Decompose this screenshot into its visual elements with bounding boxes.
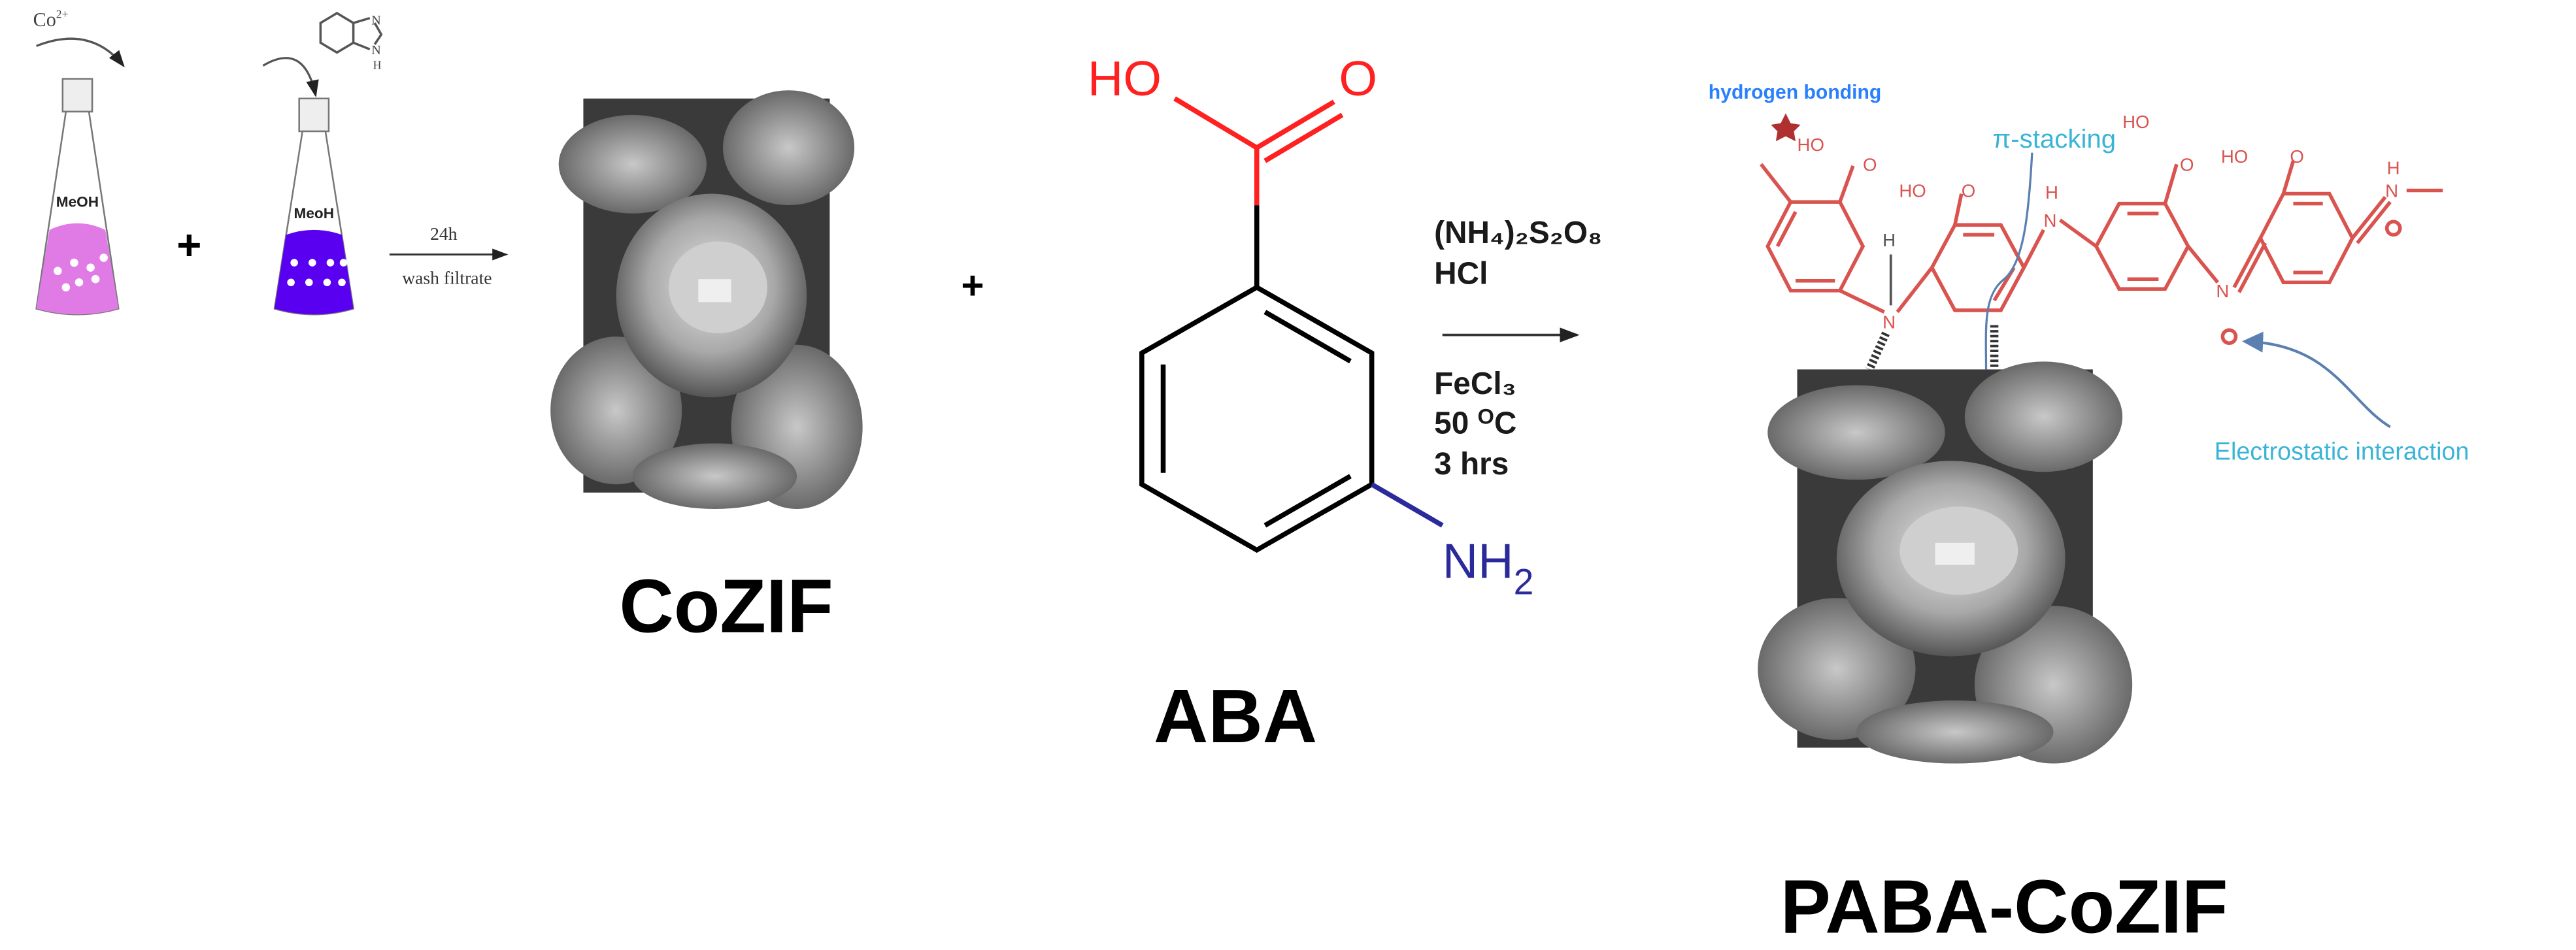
star-icon [1771,113,1801,142]
svg-text:H: H [2387,157,2400,178]
svg-text:O: O [2290,146,2304,167]
svg-text:N: N [2385,181,2398,201]
svg-text:O: O [1962,181,1976,201]
cozif-label: CoZIF [619,564,833,648]
cobalt-ion-label: Co2+ [33,8,69,31]
oxidant: (NH₄)₂S₂O₈ [1434,216,1602,250]
svg-text:H: H [373,59,382,72]
aba-hydroxyl: HO [1088,51,1162,106]
step1-reaction-arrow: 24h wash filtrate [389,223,509,288]
pi-stacking-leader [1984,152,2033,370]
svg-text:HO: HO [2221,146,2248,167]
svg-text:N: N [371,43,381,57]
plus-sign-1: + [176,221,201,269]
plus-sign-2: + [961,263,984,307]
addition-arrow-1 [36,37,125,68]
reaction-conditions: (NH₄)₂S₂O₈ HCl FeCl₃ 50 OC 3 hrs [1434,216,1602,482]
flask-2-solution [275,229,354,315]
reaction-time: 24h [430,223,458,244]
flask-2-solvent: MeoH [294,205,335,221]
svg-text:Co2+: Co2+ [33,8,69,31]
aba-carbonyl-oxygen: O [1339,51,1377,106]
catalyst: FeCl₃ [1434,367,1516,401]
flask-1-solvent: MeOH [56,194,99,210]
electrostatic-interaction-label: Electrostatic interaction [2215,438,2469,465]
electrostatic-arrow [2242,331,2391,429]
temperature: 50 OC [1434,404,1516,440]
flask-2: MeoH [273,97,355,316]
benzimidazole-structure: N N H [319,12,383,72]
svg-text:O: O [1863,154,1877,174]
svg-text:HO: HO [1899,181,1926,201]
hydrogen-bonding-label: hydrogen bonding [1709,82,1882,103]
duration: 3 hrs [1434,447,1509,482]
svg-text:N: N [371,14,381,28]
aba-structure: HO O NH2 [1088,51,1533,602]
flask-1: MeOH [35,78,120,316]
svg-text:HO: HO [2122,112,2149,132]
cozif-sem-image [550,90,863,510]
pi-stacking-label: π-stacking [1993,124,2116,154]
svg-text:N: N [2043,210,2056,231]
addition-arrow-2 [262,57,319,97]
svg-text:HO: HO [1798,135,1824,155]
svg-text:O: O [2180,154,2194,174]
paba-cozif-sem-image [1758,361,2133,764]
acid: HCl [1434,257,1488,291]
aba-label: ABA [1154,674,1317,759]
hash-bond-1 [1865,331,1890,372]
nh-hydrogen: H [1882,230,1896,250]
aba-amine: NH2 [1443,534,1534,602]
svg-text:H: H [2045,182,2058,203]
flask-1-solution [36,223,119,315]
workup-label: wash filtrate [402,268,492,288]
svg-text:N: N [2216,281,2229,301]
svg-text:N: N [1882,312,1896,333]
paba-cozif-label: PABA-CoZIF [1781,864,2228,949]
paba-polymer-structure: HO O HO O HO O HO O N N N N H H H [1760,112,2443,429]
